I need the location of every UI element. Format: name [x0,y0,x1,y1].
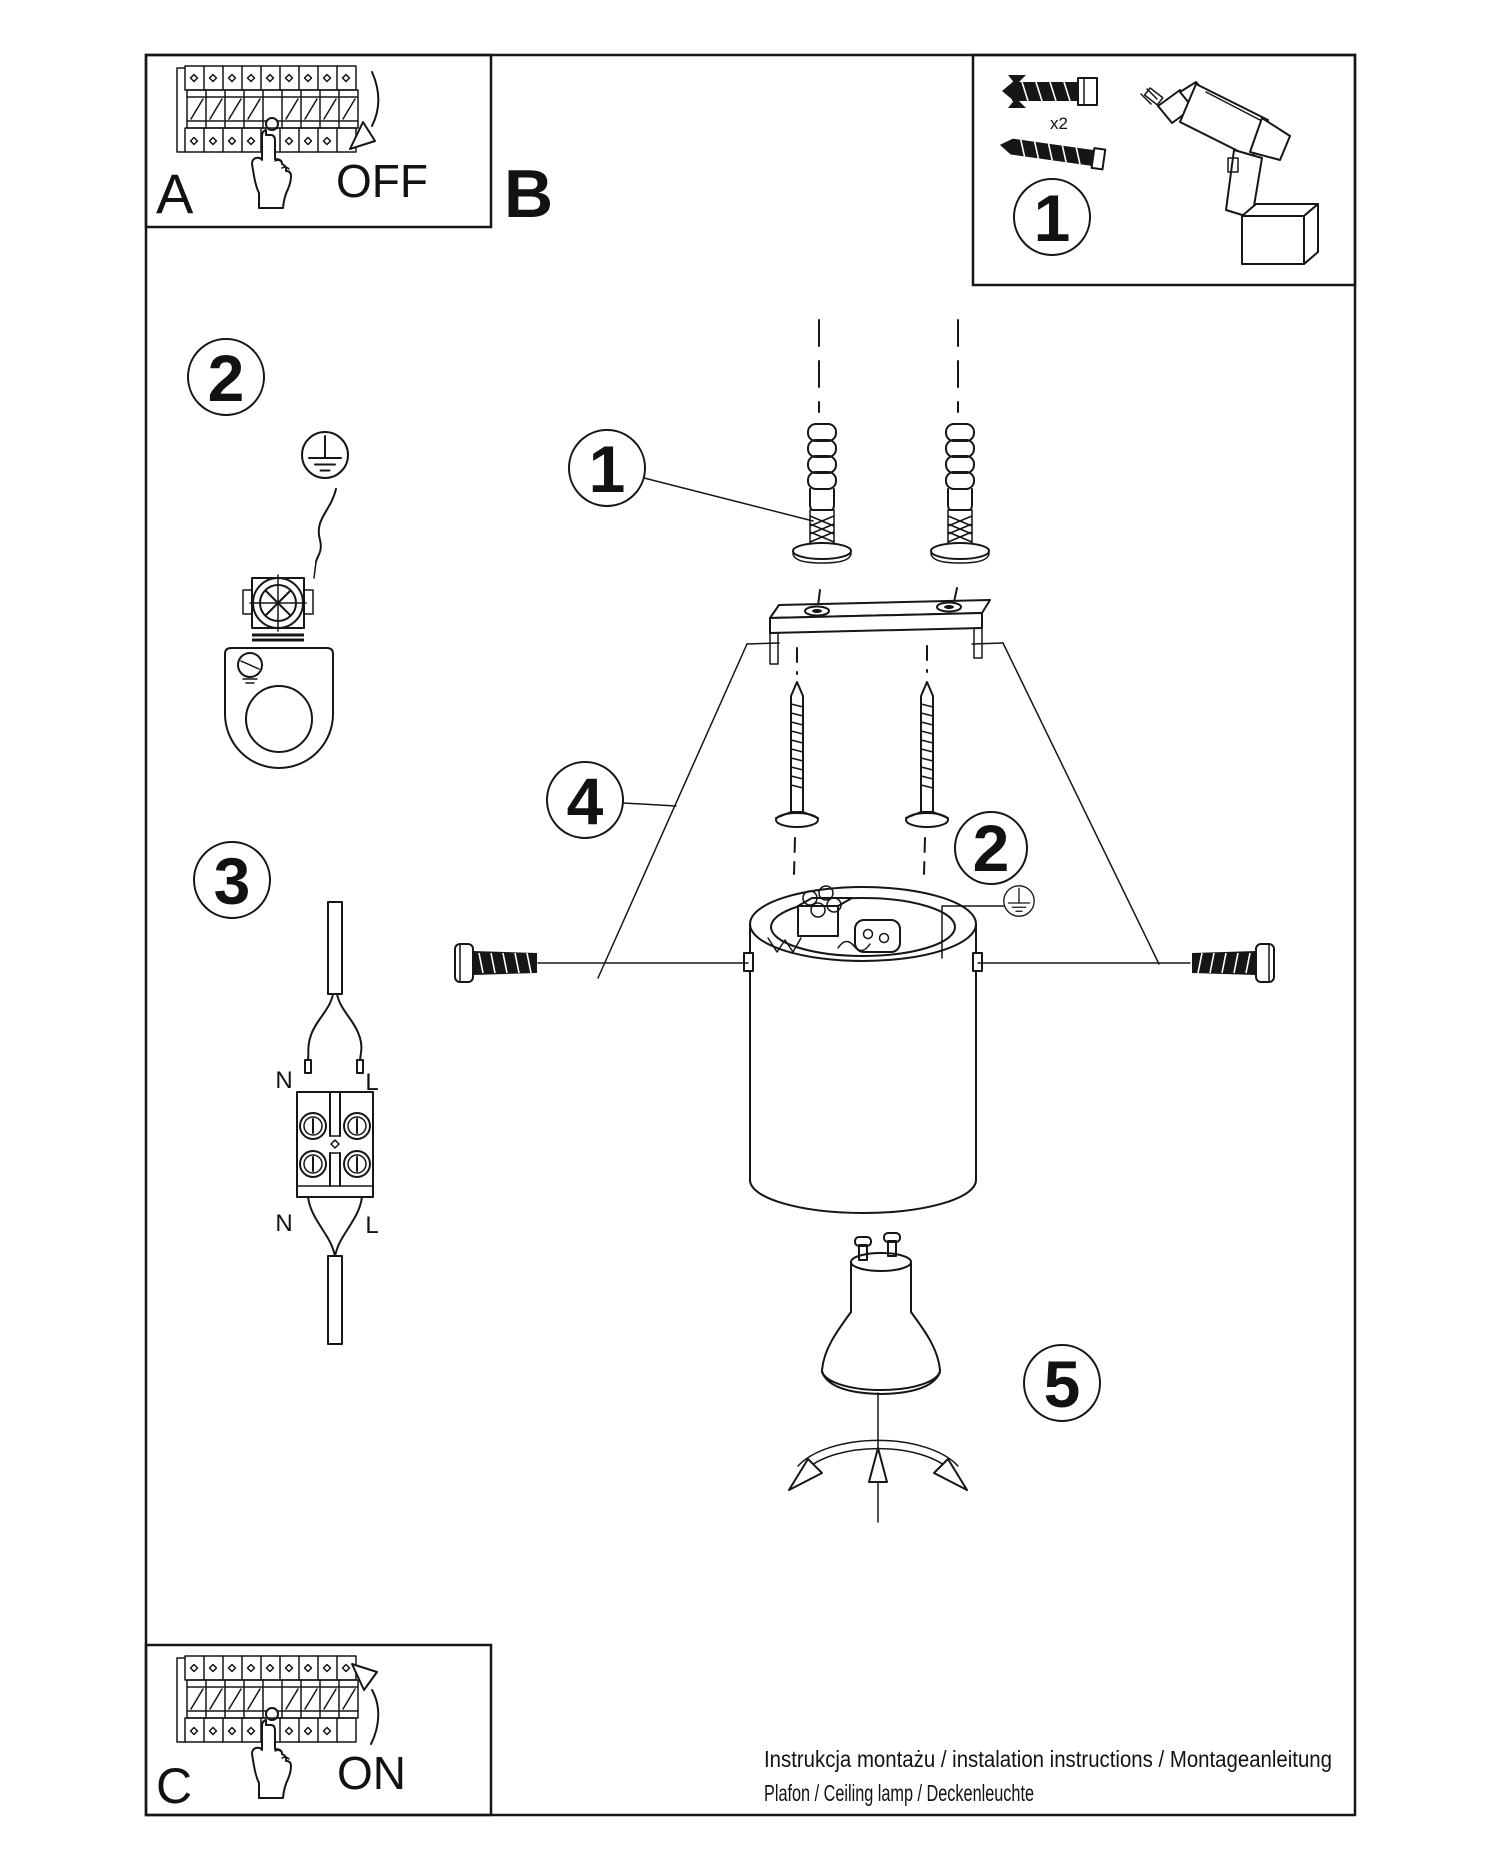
step3-callout-3-number: 3 [214,844,251,918]
screw-dash-right-bottom [923,837,926,875]
drill-icon [1140,81,1319,265]
terminal-clamp-icon [224,574,334,769]
ceiling-trapezoid [597,642,1160,979]
side-bolt-left [454,943,538,983]
body-screw-hole-left [743,952,754,972]
off-arrow-icon [349,71,380,150]
wire-l-tip [356,1059,364,1074]
label-c: C [156,1758,192,1814]
assembly-callout-5: 5 [1023,1344,1101,1422]
step3-callout-3: 3 [193,841,271,919]
kit-screw-icon [999,138,1107,171]
footer-line-1: Instrukcja montażu / instalation instruc… [764,1746,1332,1772]
lamp-interior [767,885,901,953]
assembly-callout-4: 4 [546,761,677,839]
quantity-label: x2 [1050,114,1068,133]
cable-bottom-icon [327,1255,343,1345]
wire-n-bottom [307,1196,336,1257]
panel-a-box: A OFF [144,53,493,229]
assembly-callout-2: 2 [954,811,1028,885]
label-l-bottom: L [365,1212,378,1239]
kit-box-border [971,53,1357,287]
wall-plug-icon [1002,75,1098,108]
step2-callout-2-number: 2 [208,341,245,415]
footer-line-2: Plafon / Ceiling lamp / Deckenleuchte [764,1780,1034,1806]
assembly-callout-5-number: 5 [1044,1347,1081,1421]
assembly-callout-1: 1 [568,429,814,522]
label-l-top: L [365,1069,378,1096]
wire-n-tip [304,1059,312,1074]
wire-n-top [307,993,334,1061]
cable-top-icon [327,901,343,995]
earth-lead-line [941,905,1005,959]
step3-wiring-diagram: 3 N L N L [193,841,379,1345]
ground-symbol-small-icon [1003,885,1035,917]
assembly-callout-4-number: 4 [567,764,604,838]
insert-arrow-icon [868,1392,888,1523]
kit-callout-1: 1 [1013,178,1091,256]
step2-callout-2: 2 [187,338,265,416]
assembly-callout-1-number: 1 [589,432,626,506]
on-arrow-icon [351,1663,380,1745]
mounting-screw-right [905,681,949,828]
earth-wire-icon [315,488,337,563]
panel-c-border [144,1643,493,1817]
wire-l-top [336,993,363,1061]
panel-a-border [144,53,493,229]
kit-box: x2 1 [971,53,1357,287]
label-off: OFF [336,155,428,207]
body-screw-hole-right [972,952,983,972]
label-a: A [156,162,194,225]
panel-c-box: C ON [144,1643,493,1817]
ground-symbol-icon [301,431,349,479]
wall-plug-left [792,423,852,564]
mounting-screw-left [775,681,819,828]
lamp-body [743,885,983,1214]
plug-dash-right [953,587,958,603]
gu10-bulb-icon [821,1232,941,1395]
mounting-bracket [769,599,991,665]
rotation-arrows-icon [788,1439,968,1491]
step2-earth-diagram: 2 [187,338,349,769]
side-bolt-right [1191,943,1275,983]
section-b-label: B [504,156,553,232]
assembly-callout-2-number: 2 [973,811,1010,885]
exploded-assembly: 1 4 [454,319,1275,1523]
connector-block-icon [296,1091,374,1198]
wire-l-bottom [334,1196,363,1257]
screw-dash-left-bottom [793,837,796,875]
footer-text: Instrukcja montażu / instalation instruc… [764,1746,1332,1806]
wall-plug-right [930,423,990,564]
label-n-top: N [275,1067,292,1094]
earth-wire-tip [313,561,317,579]
kit-callout-1-number: 1 [1034,181,1071,255]
label-n-bottom: N [275,1210,292,1237]
label-on: ON [337,1747,406,1799]
page-frame [144,53,1357,1817]
